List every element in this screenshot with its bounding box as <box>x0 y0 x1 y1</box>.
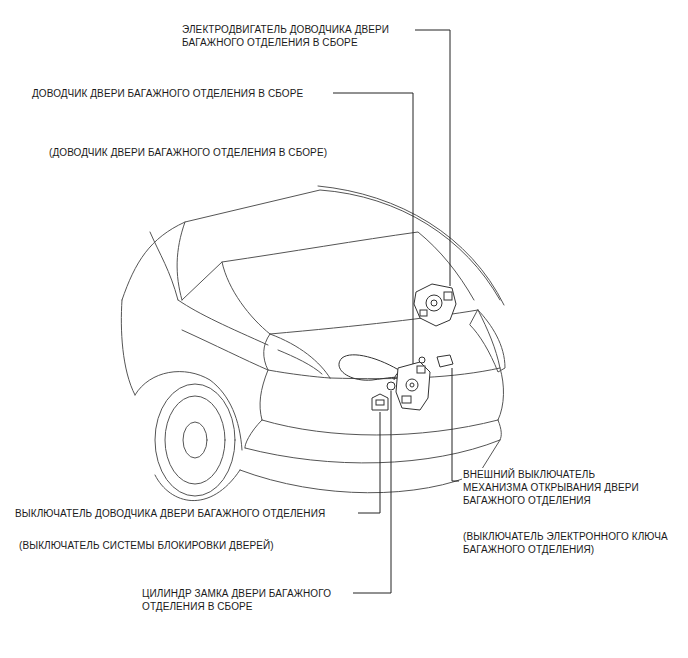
lock-cylinder <box>387 382 395 390</box>
opener-switch <box>437 355 453 367</box>
part-label: ВЫКЛЮЧАТЕЛЬ ДОВОДЧИКА ДВЕРИ БАГАЖНОГО ОТ… <box>14 507 326 520</box>
part-label: ЭЛЕКТРОДВИГАТЕЛЬ ДОВОДЧИКА ДВЕРИ БАГАЖНО… <box>181 23 415 49</box>
alt-name-label: (ДОВОДЧИК ДВЕРИ БАГАЖНОГО ОТДЕЛЕНИЯ В СБ… <box>48 146 328 159</box>
part-label: ВНЕШНИЙ ВЫКЛЮЧАТЕЛЬ МЕХАНИЗМА ОТКРЫВАНИЯ… <box>462 468 644 507</box>
closer-switch <box>372 394 388 410</box>
alt-name-label: (ВЫКЛЮЧАТЕЛЬ СИСТЕМЫ БЛОКИРОВКИ ДВЕРЕЙ) <box>18 539 275 552</box>
components <box>339 284 456 410</box>
part-label: ЦИЛИНДР ЗАМКА ДВЕРИ БАГАЖНОГО ОТДЕЛЕНИЯ … <box>141 587 353 613</box>
trunk-closer <box>396 362 430 410</box>
car-body <box>121 186 505 501</box>
leader-lines <box>333 30 459 593</box>
alt-name-label: (ВЫКЛЮЧАТЕЛЬ ЭЛЕКТРОННОГО КЛЮЧА БАГАЖНОГ… <box>462 530 676 556</box>
closer-motor <box>414 284 456 326</box>
part-label: ДОВОДЧИК ДВЕРИ БАГАЖНОГО ОТДЕЛЕНИЯ В СБО… <box>31 87 304 100</box>
